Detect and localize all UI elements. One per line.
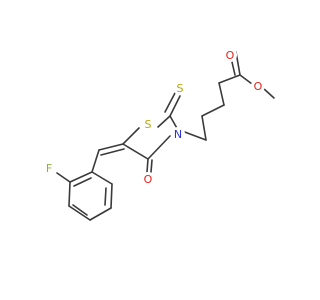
- bond: [100, 148, 125, 156]
- nitrogen-atom: N: [171, 127, 185, 141]
- ester-oxygen-atom: O: [251, 79, 265, 93]
- bond: [98, 143, 124, 151]
- bond: [239, 74, 253, 85]
- ketone-oxygen-atom: O: [141, 172, 155, 186]
- bond: [73, 177, 92, 187]
- bond: [181, 130, 207, 141]
- carbonyl-oxygen-label: O: [226, 49, 235, 62]
- atom-labels: F S S N O O O: [42, 48, 265, 186]
- thiazolidine-ring: [122, 115, 179, 160]
- ring-sulfur-atom: S: [141, 117, 155, 131]
- bond: [201, 104, 225, 117]
- bond: [164, 92, 176, 113]
- ketone-oxygen-label: O: [144, 173, 153, 186]
- ester-group: [231, 61, 275, 99]
- bond: [110, 183, 113, 209]
- bond: [56, 172, 71, 183]
- bond: [91, 171, 113, 185]
- bond: [122, 127, 140, 145]
- bond: [201, 115, 207, 141]
- bond: [218, 74, 241, 84]
- bond: [146, 158, 149, 173]
- bond: [157, 115, 171, 128]
- structure-canvas: F S S N O O O: [42, 48, 275, 221]
- nitrogen-label: N: [174, 128, 182, 141]
- bond: [68, 205, 91, 221]
- bond: [122, 143, 149, 160]
- bond: [89, 207, 112, 221]
- bond: [218, 82, 225, 106]
- thione-sulfur-label: S: [177, 82, 184, 95]
- ketone-double-bond: [146, 158, 153, 173]
- bond: [91, 149, 100, 173]
- fluorine-label: F: [46, 162, 52, 175]
- bond: [262, 87, 275, 99]
- benzene-ring: [68, 171, 113, 221]
- bond: [150, 159, 153, 173]
- bond: [72, 204, 88, 216]
- molecule-diagram: F S S N O O O: [42, 48, 275, 221]
- bond: [169, 95, 181, 117]
- ring-sulfur-label: S: [145, 118, 152, 131]
- thione-sulfur-atom: S: [173, 81, 187, 95]
- alkyl-chain: [181, 51, 241, 141]
- fluorine-atom: F: [42, 161, 56, 175]
- exocyclic-double-bond: [98, 143, 125, 156]
- carbonyl-oxygen-atom: O: [223, 48, 237, 62]
- bond: [104, 187, 107, 206]
- bond: [68, 181, 71, 207]
- bond: [69, 171, 93, 183]
- bond: [231, 61, 236, 76]
- bond: [147, 135, 171, 160]
- ester-oxygen-label: O: [254, 80, 263, 93]
- thione-double-bond: [164, 92, 181, 117]
